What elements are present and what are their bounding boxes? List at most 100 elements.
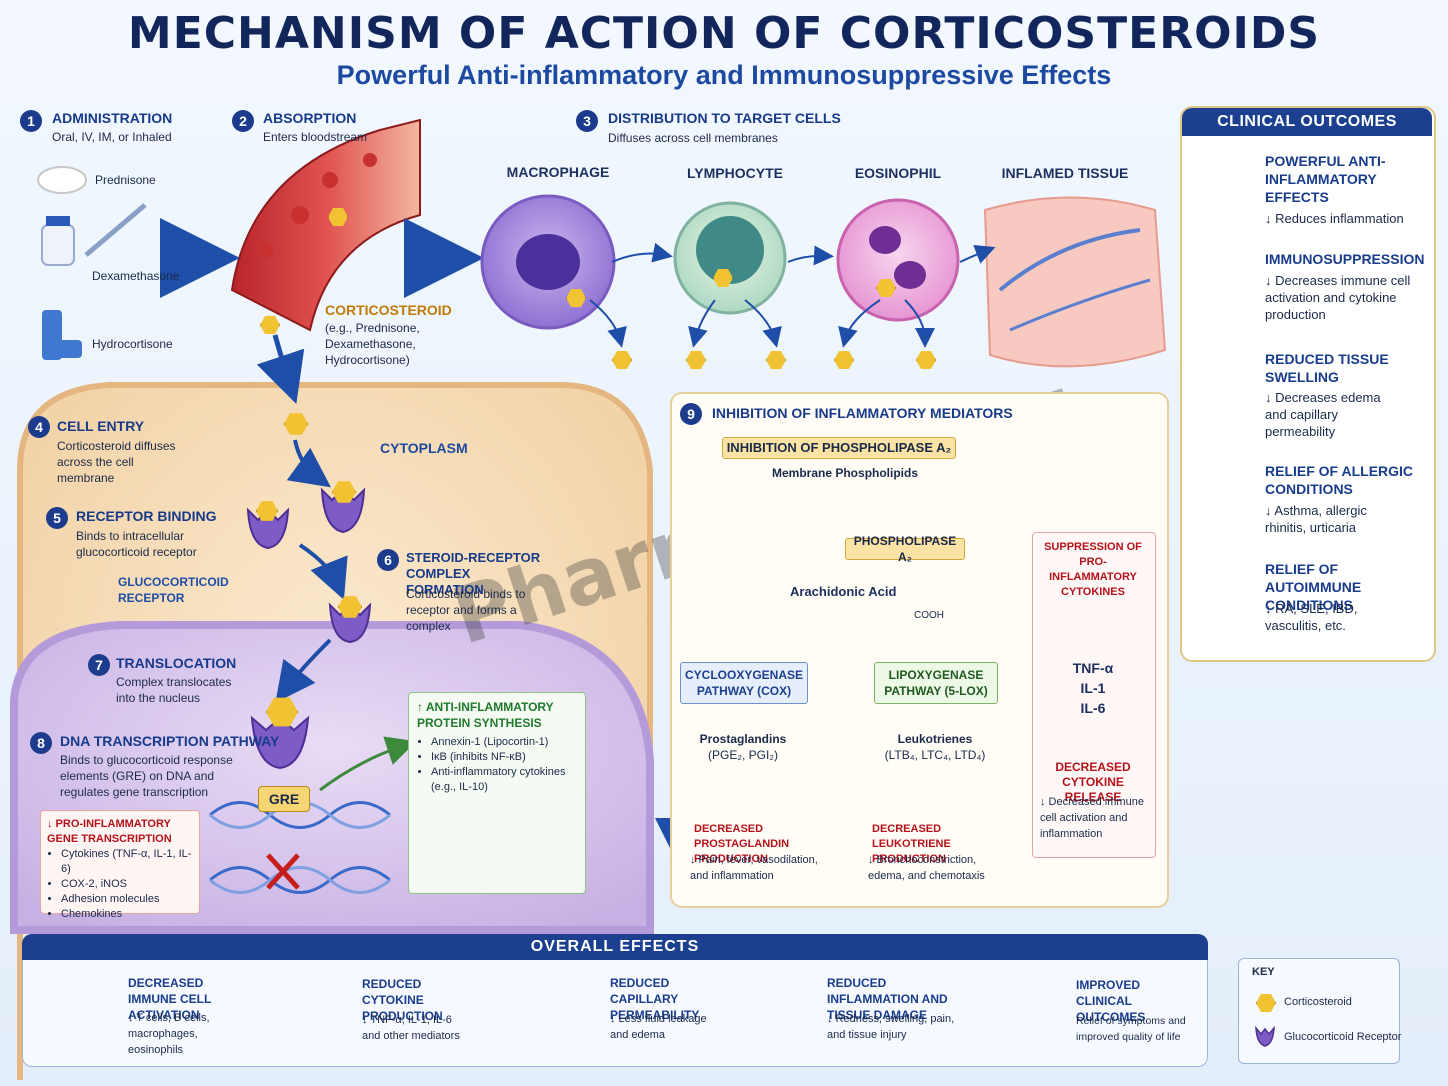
corticosteroid-icon — [332, 481, 356, 503]
overall-effects-header: OVERALL EFFECTS — [22, 934, 1208, 960]
arachidonic-label: Arachidonic Acid — [790, 584, 897, 599]
outcome-title: POWERFUL ANTI-INFLAMMATORY EFFECTS — [1265, 153, 1386, 205]
step-8-title: DNA TRANSCRIPTION PATHWAY — [60, 733, 280, 749]
step-4-title: CELL ENTRY — [57, 418, 145, 434]
corticosteroid-icon — [284, 413, 308, 435]
key-item-label: Corticosteroid — [1284, 996, 1352, 1008]
overall-effect-desc: Relief of symptoms and improved quality … — [1076, 1015, 1186, 1043]
overall-effects-panel — [22, 960, 1208, 1067]
overall-effect-title: REDUCED CYTOKINE PRODUCTION — [362, 977, 443, 1023]
overall-effect-desc: ↓ Redness, swelling, pain, and tissue in… — [827, 1013, 955, 1041]
step-8-number: 8 — [30, 732, 52, 754]
cytokine-box — [1032, 532, 1156, 858]
step-2-desc: Enters bloodstream — [263, 130, 368, 144]
list-item: COX-2, iNOS — [61, 877, 193, 892]
cooh-label: COOH — [914, 610, 944, 621]
receptor-label: GLUCOCORTICOID RECEPTOR — [118, 575, 229, 605]
outcome-desc: ↓ RA, SLE, IBD, vasculitis, etc. — [1265, 601, 1358, 633]
overall-effect-title: DECREASED IMMUNE CELL ACTIVATION — [128, 976, 212, 1022]
cytokine-item: IL-1 — [1080, 680, 1106, 696]
cytokine-item: IL-6 — [1080, 700, 1106, 716]
outcome-desc: ↓ Decreases edema and capillary permeabi… — [1265, 390, 1381, 439]
corticosteroid-icon — [1256, 994, 1276, 1012]
step-1-title: ADMINISTRATION — [52, 110, 173, 126]
outcome-title: RELIEF OF AUTOIMMUNE CONDITIONS — [1265, 561, 1362, 613]
step-3-desc: Diffuses across cell membranes — [608, 131, 778, 145]
step-5-desc: Binds to intracellular glucocorticoid re… — [76, 529, 197, 559]
decreased-leukotriene-desc: ↓ Bronchoconstriction, edema, and chemot… — [868, 854, 985, 882]
overall-effect-desc: ↓ Less fluid leakage and edema — [610, 1013, 707, 1041]
receptor-icon — [1255, 1026, 1275, 1047]
overall-effect-title: REDUCED INFLAMMATION AND TISSUE DAMAGE — [827, 976, 948, 1022]
cytokine-decreased-title: DECREASED CYTOKINE RELEASE — [1055, 760, 1131, 804]
anti-inflammatory-list: Annexin-1 (Lipocortin-1) IκB (inhibits N… — [417, 735, 577, 795]
corticosteroid-icon — [266, 697, 298, 727]
pro-inflammatory-list: Cytokines (TNF-α, IL-1, IL-6) COX-2, iNO… — [47, 847, 193, 922]
corticosteroid-icon — [876, 279, 896, 297]
corticosteroid-icon — [338, 596, 362, 618]
drug-label: Dexamethasone — [92, 269, 180, 283]
step-5-number: 5 — [46, 507, 68, 529]
list-item: Cytokines (TNF-α, IL-1, IL-6) — [61, 847, 193, 877]
key-item-label: Glucocorticoid Receptor — [1284, 1031, 1402, 1043]
list-item: IκB (inhibits NF-κB) — [431, 750, 577, 765]
prostaglandins-label: Prostaglandins — [699, 732, 787, 746]
cytokine-item: TNF-α — [1072, 660, 1114, 676]
outcome-desc: ↓ Reduces inflammation — [1265, 211, 1404, 226]
cell-label-lymphocyte: LYMPHOCYTE — [687, 165, 783, 181]
step-4-desc: Corticosteroid diffuses across the cell … — [57, 439, 176, 485]
outcome-title: IMMUNOSUPPRESSION — [1265, 251, 1425, 267]
step-6-desc: Corticosteroid binds to receptor and for… — [406, 587, 526, 633]
leukotrienes-label: Leukotrienes — [897, 732, 973, 746]
cell-label-eosinophil: EOSINOPHIL — [854, 165, 942, 181]
corticosteroid-icon — [713, 269, 733, 287]
gre-label: GRE — [258, 786, 310, 812]
clinical-outcomes-panel — [1180, 106, 1436, 662]
pro-inflammatory-title: ↓ PRO-INFLAMMATORY GENE TRANSCRIPTION — [47, 818, 172, 845]
key-title: KEY — [1252, 966, 1275, 978]
step-7-number: 7 — [88, 654, 110, 676]
corticosteroid-icon — [834, 351, 854, 369]
cytoplasm-label: CYTOPLASM — [380, 440, 468, 456]
step-9-title: INHIBITION OF INFLAMMATORY MEDIATORS — [712, 405, 1013, 421]
step-7-title: TRANSLOCATION — [116, 655, 237, 671]
cell-label-macrophage: MACROPHAGE — [506, 164, 610, 180]
step-4-number: 4 — [28, 416, 50, 438]
pla2-inhibition-label: INHIBITION OF PHOSPHOLIPASE A₂ — [722, 437, 956, 459]
corticosteroid-icon — [566, 289, 586, 307]
step-9-number: 9 — [680, 403, 702, 425]
step-5-title: RECEPTOR BINDING — [76, 508, 217, 524]
decreased-prostaglandin-desc: ↓ Pain, fever, vasodilation, and inflamm… — [690, 854, 818, 882]
decreased-prostaglandin-title: DECREASED PROSTAGLANDIN PRODUCTION — [694, 823, 790, 865]
page-subtitle: Powerful Anti-inflammatory and Immunosup… — [336, 60, 1112, 90]
drug-label: Prednisone — [95, 173, 156, 187]
step-2-number: 2 — [232, 110, 254, 132]
anti-inflammatory-box: ↑ ANTI-INFLAMMATORY PROTEIN SYNTHESIS An… — [408, 692, 586, 894]
outcome-title: REDUCED TISSUE SWELLING — [1265, 351, 1389, 385]
clinical-outcomes-header: CLINICAL OUTCOMES — [1182, 108, 1432, 136]
step-7-desc: Complex translocates into the nucleus — [116, 675, 232, 705]
cox-pathway-label: CYCLOOXYGENASE PATHWAY (COX) — [680, 662, 808, 704]
step-6-title: STEROID-RECEPTOR COMPLEX FORMATION — [406, 550, 541, 597]
corticosteroid-icon — [686, 351, 706, 369]
drug-label: Hydrocortisone — [92, 337, 173, 351]
corticosteroid-icon — [328, 208, 348, 226]
list-item: Adhesion molecules — [61, 892, 193, 907]
outcome-title: RELIEF OF ALLERGIC CONDITIONS — [1265, 463, 1414, 497]
step-1-number: 1 — [20, 110, 42, 132]
corticosteroid-label: CORTICOSTEROID — [325, 302, 452, 318]
step-6-number: 6 — [377, 549, 399, 571]
prostaglandins-sub: (PGE₂, PGI₂) — [708, 748, 778, 762]
outcome-desc: ↓ Decreases immune cell activation and c… — [1265, 273, 1411, 322]
step-2-title: ABSORPTION — [263, 110, 357, 126]
corticosteroid-icon — [256, 501, 278, 521]
overall-effect-desc: ↓ T cells, B cells, macrophages, eosinop… — [128, 1012, 210, 1056]
corticosteroid-icon — [260, 316, 280, 334]
step-8-desc: Binds to glucocorticoid response element… — [60, 753, 233, 799]
leukotrienes-sub: (LTB₄, LTC₄, LTD₄) — [884, 748, 986, 762]
outcome-desc: ↓ Asthma, allergic rhinitis, urticaria — [1265, 503, 1367, 535]
corticosteroid-icon — [612, 351, 632, 369]
corticosteroid-icon — [916, 351, 936, 369]
list-item: Annexin-1 (Lipocortin-1) — [431, 735, 577, 750]
corticosteroid-examples: (e.g., Prednisone, Dexamethasone, Hydroc… — [325, 321, 420, 367]
